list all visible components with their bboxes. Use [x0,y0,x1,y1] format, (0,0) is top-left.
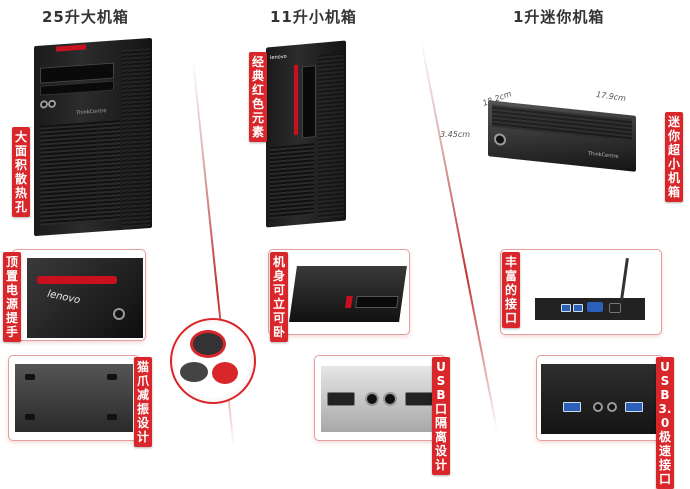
vga-port-icon [587,302,603,312]
handle-closeup-image: lenovo [27,258,143,338]
dimension-height: 3.45cm [440,130,471,139]
tag-shock-feet: 猫爪减振设计 [134,357,152,447]
black-foot-icon [180,362,208,382]
feature-card-rich-ports [500,249,662,335]
audio-jack-icon [383,392,397,406]
usb-port-icon [405,392,433,406]
audio-jack-icon [365,392,379,406]
red-foot-icon [190,330,226,358]
brand-model-label: ThinkCentre [588,150,619,160]
red-handle-accent [56,44,86,52]
usb3-ports-image [541,364,659,434]
lenovo-logo: lenovo [270,53,287,62]
tag-mini-case: 迷你超小机箱 [665,112,683,202]
horizontal-case-image [289,266,407,322]
column-title-1l: 1升迷你机箱 [513,8,605,26]
tag-stand-or-lie: 机身可立可卧 [270,252,288,342]
usb-port-icon [327,392,355,406]
red-foot-icon [212,362,238,384]
tower-25l-image: ThinkCentre [34,37,152,237]
wifi-antenna [620,257,629,301]
feature-card-handle: lenovo [12,249,146,341]
ethernet-port-icon [609,303,621,313]
audio-jack-icon [40,100,48,109]
power-button-icon [494,132,506,147]
case-bottom-image [15,364,133,432]
red-accent-strip [345,296,353,308]
rubber-foot-icon [107,374,117,380]
front-vent-grille [40,120,120,226]
usb3-port-icon [625,402,643,412]
front-ports-image [321,366,439,432]
tag-usb-isolation: USB口隔离设计 [432,357,450,475]
audio-jack-icon [593,402,603,412]
optical-drive [302,65,316,139]
rubber-foot-icon [25,374,35,380]
audio-jack-icon [48,99,56,109]
usb3-port-icon [561,304,571,312]
tower-11l-image: lenovo [266,40,346,228]
feature-card-usb-isolation [314,355,446,441]
usb3-port-icon [563,402,581,412]
rubber-foot-icon [107,414,117,420]
top-vent-grille [492,104,632,142]
brand-model-label: ThinkCentre [76,108,107,117]
side-panel [318,52,344,219]
product-comparison-banner: { "columns": [ {"title": "25升大机箱"}, {"ti… [3,8,683,489]
dimension-width: 17.9cm [595,89,627,104]
mini-pc-image: ThinkCentre [488,100,636,172]
tag-rich-ports: 丰富的接口 [502,252,520,328]
optical-drive [355,296,399,308]
tag-usb3: USB 3.0极速接口 [656,357,674,489]
column-title-11l: 11升小机箱 [270,8,357,26]
power-button-icon [113,308,125,320]
column-title-25l: 25升大机箱 [42,8,129,26]
foot-zoom-circle [170,318,256,404]
lenovo-logo: lenovo [46,288,82,307]
red-handle-accent [37,276,117,284]
tag-top-handle: 顶置电源提手 [3,252,21,342]
front-vent-grille [270,143,314,220]
side-panel [122,48,150,228]
front-ports [40,99,56,113]
usb3-port-icon [573,304,583,312]
feature-card-usb3 [536,355,664,441]
feature-card-stand [268,249,410,335]
tag-heat-vents: 大面积散热孔 [12,127,30,217]
rear-ports-image [535,298,645,320]
feature-card-feet [8,355,140,441]
rubber-foot-icon [25,414,35,420]
audio-jack-icon [607,402,617,412]
tag-classic-red: 经典红色元素 [249,52,267,142]
red-accent-strip [294,64,298,136]
